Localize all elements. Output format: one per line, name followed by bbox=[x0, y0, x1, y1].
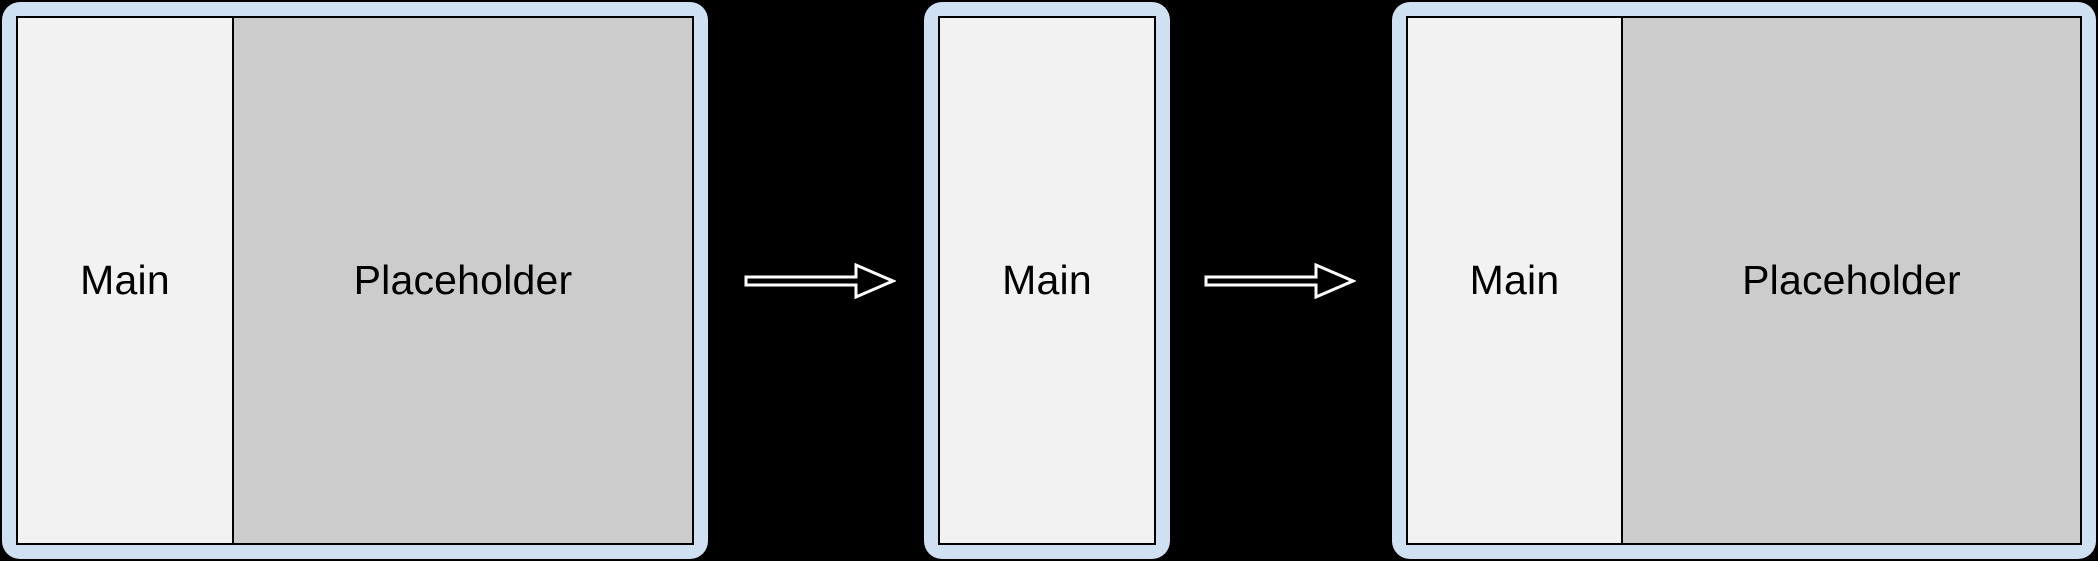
device-screen-step-2: Main bbox=[938, 16, 1156, 545]
device-screen-step-3: Main Placeholder bbox=[1406, 16, 2082, 545]
pane-label-placeholder-step-3: Placeholder bbox=[1742, 257, 1961, 303]
pane-label-main-step-2: Main bbox=[1002, 257, 1092, 303]
pane-label-main-step-1: Main bbox=[80, 257, 170, 303]
pane-placeholder-step-3[interactable]: Placeholder bbox=[1621, 18, 2080, 543]
device-screen-step-1: Main Placeholder bbox=[16, 16, 694, 545]
device-frame-step-1[interactable]: Main Placeholder bbox=[2, 2, 708, 559]
device-frame-step-3[interactable]: Main Placeholder bbox=[1392, 2, 2096, 559]
device-frame-step-2[interactable]: Main bbox=[924, 2, 1170, 559]
pane-main-step-3[interactable]: Main bbox=[1408, 18, 1621, 543]
pane-placeholder-step-1[interactable]: Placeholder bbox=[232, 18, 692, 543]
arrow-right-icon-1 bbox=[744, 262, 896, 300]
pane-main-step-2[interactable]: Main bbox=[940, 18, 1154, 543]
pane-main-step-1[interactable]: Main bbox=[18, 18, 232, 543]
pane-label-placeholder-step-1: Placeholder bbox=[353, 257, 573, 303]
pane-label-main-step-3: Main bbox=[1469, 257, 1560, 303]
arrow-right-icon-2 bbox=[1204, 262, 1356, 300]
